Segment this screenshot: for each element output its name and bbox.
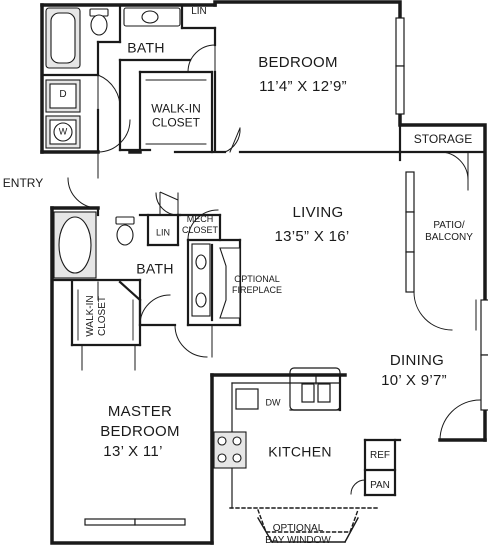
walkin-master-line1: WALK-IN [85, 295, 96, 337]
walkin-top-line2: CLOSET [151, 116, 200, 130]
dishwasher-label: DW [265, 397, 281, 408]
walkin-master-line2: CLOSET [97, 296, 108, 337]
dining-name: DINING [389, 352, 445, 369]
patio-line1: PATIO/ [433, 220, 465, 231]
walkin-master-label: WALK-IN CLOSET [85, 295, 109, 336]
patio-line2: BALCONY [425, 232, 473, 243]
linen-mid-label: LIN [155, 227, 171, 238]
fireplace-shape [219, 247, 241, 319]
kitchen-label: KITCHEN [268, 443, 332, 460]
master-bedroom-name-line2: BEDROOM [100, 423, 180, 440]
interior-walls [40, 3, 487, 497]
master-bedroom-name-line1: MASTER [107, 403, 173, 420]
dryer-label: D [59, 89, 67, 100]
fireplace-label: OPTIONAL FIREPLACE [232, 274, 282, 296]
master-bath-label: BATH [136, 260, 174, 277]
bay-line2: BAY WINDOW [265, 535, 331, 546]
mech-line2: CLOSET [181, 225, 219, 235]
mech-line1: MECH [186, 214, 214, 225]
washer-label: W [58, 126, 68, 137]
patio-label: PATIO/ BALCONY [425, 220, 473, 244]
cooktop [213, 431, 247, 469]
bifold-doors [159, 191, 179, 215]
fireplace-line2: FIREPLACE [231, 285, 283, 295]
refrigerator-label: REF [370, 450, 390, 461]
bedroom-name: BEDROOM [258, 54, 338, 71]
fixtures [45, 7, 247, 469]
entry-label: ENTRY [2, 175, 44, 190]
bay-line1: OPTIONAL [272, 523, 324, 534]
fireplace-line1: OPTIONAL [234, 274, 280, 285]
door-swings [67, 44, 481, 495]
windows [84, 17, 488, 526]
walkin-top-label: WALK-IN CLOSET [151, 102, 201, 131]
bay-window [229, 507, 381, 543]
dining-dims: 10’ X 9’7” [381, 372, 447, 389]
walkin-top-line1: WALK-IN [151, 101, 201, 116]
bedroom-dims: 11’4” X 12’9” [259, 78, 347, 95]
mech-closet-label: MECH CLOSET [182, 214, 218, 236]
pantry-label: PAN [370, 480, 390, 491]
living-name: LIVING [292, 204, 344, 221]
storage-label: STORAGE [413, 131, 473, 146]
closet-shelves [77, 79, 207, 341]
linen-top-label: LIN [191, 6, 207, 17]
living-dims: 13’5” X 16’ [274, 228, 350, 245]
bath-top-label: BATH [127, 39, 165, 56]
counters [231, 367, 341, 509]
toilet-icon [115, 216, 135, 225]
master-bedroom-dims: 13’ X 11’ [103, 443, 163, 460]
bay-window-label: OPTIONAL BAY WINDOW [265, 523, 331, 547]
